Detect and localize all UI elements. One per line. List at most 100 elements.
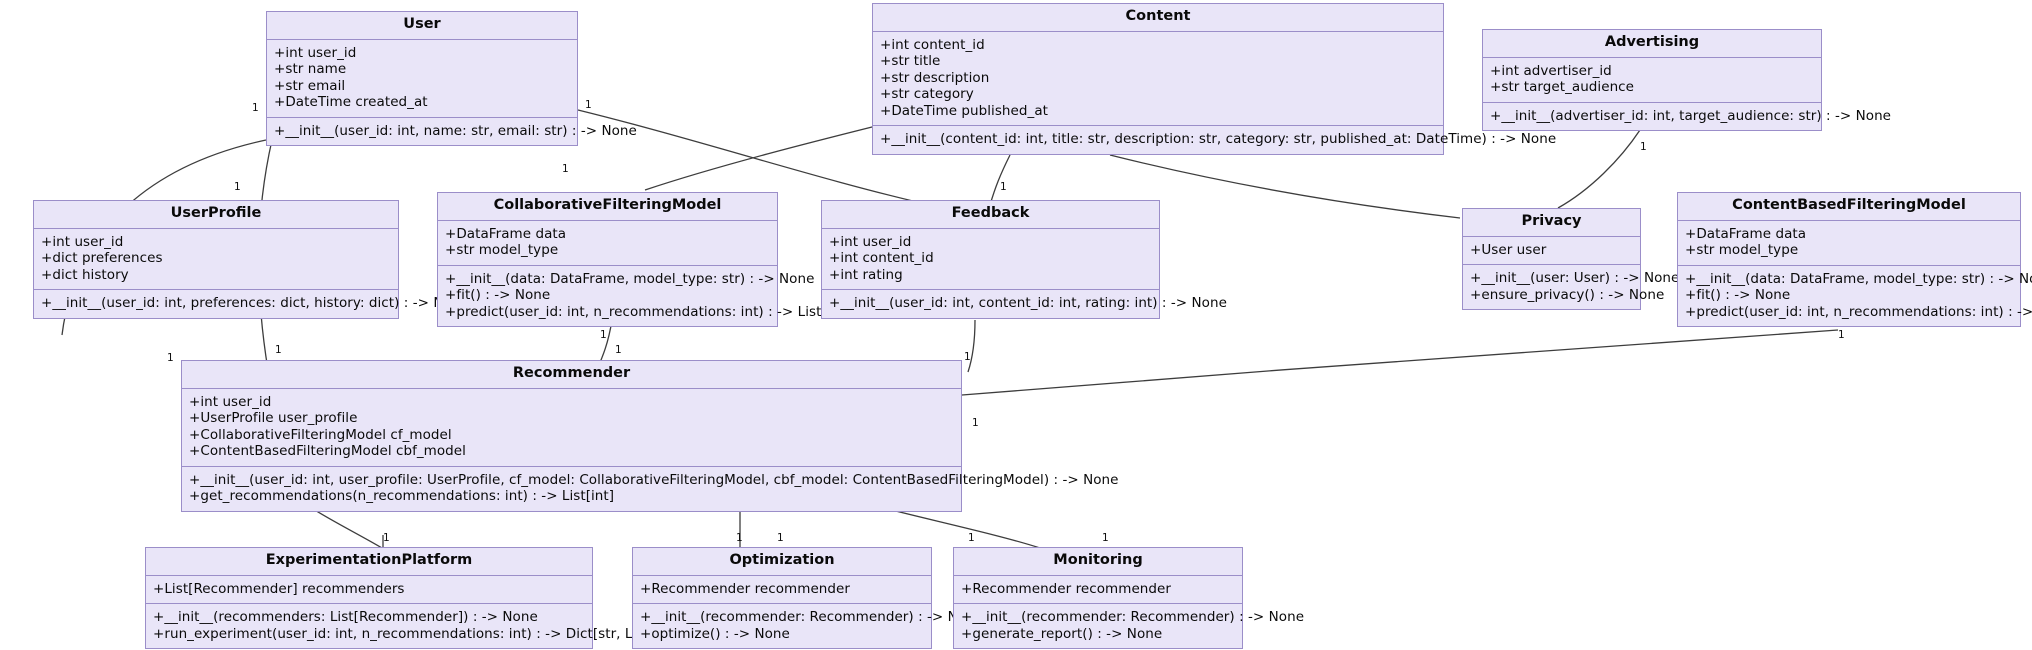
multiplicity-label: 1	[968, 532, 975, 544]
class-attributes-user: +int user_id +str name +str email +DateT…	[267, 40, 577, 118]
class-title-content: Content	[873, 4, 1443, 32]
attribute-row: +UserProfile user_profile	[189, 410, 358, 427]
class-attributes-contentbasedfilteringmodel: +DataFrame data +str model_type	[1678, 221, 2020, 266]
attribute-row: +DateTime created_at	[274, 94, 428, 111]
operation-row: +__init__(user_id: int, content_id: int,…	[829, 295, 1227, 312]
operation-row: +predict(user_id: int, n_recommendations…	[445, 303, 850, 320]
multiplicity-label: 1	[615, 344, 622, 356]
class-title-experimentationplatform: ExperimentationPlatform	[146, 548, 592, 576]
multiplicity-label: 1	[562, 163, 569, 175]
class-attributes-collaborativefilteringmodel: +DataFrame data +str model_type	[438, 221, 777, 266]
class-box-content[interactable]: Content +int content_id +str title +str …	[872, 3, 1557, 155]
class-attributes-advertising: +int advertiser_id +str target_audience	[1483, 58, 1821, 103]
attribute-row: +List[Recommender] recommenders	[153, 580, 405, 597]
class-box-optimization[interactable]: Optimization +Recommender recommender +_…	[632, 547, 984, 650]
attribute-row: +User user	[1470, 241, 1547, 258]
class-attributes-feedback: +int user_id +int content_id +int rating	[822, 229, 1159, 291]
class-operations-userprofile: +__init__(user_id: int, preferences: dic…	[34, 290, 469, 318]
class-attributes-experimentationplatform: +List[Recommender] recommenders	[146, 576, 592, 605]
class-operations-advertising: +__init__(advertiser_id: int, target_aud…	[1483, 103, 1892, 131]
multiplicity-label: 1	[1102, 532, 1109, 544]
class-attributes-content: +int content_id +str title +str descript…	[873, 32, 1443, 127]
class-box-experimentationplatform[interactable]: ExperimentationPlatform +List[Recommende…	[145, 547, 683, 650]
class-box-contentbasedfilteringmodel[interactable]: ContentBasedFilteringModel +DataFrame da…	[1677, 192, 2032, 328]
operation-row: +__init__(recommender: Recommender) : ->…	[640, 609, 984, 626]
operation-row: +optimize() : -> None	[640, 625, 790, 642]
multiplicity-label: 1	[275, 344, 282, 356]
attribute-row: +int content_id	[829, 250, 934, 267]
class-title-privacy: Privacy	[1463, 209, 1640, 237]
operation-row: +__init__(advertiser_id: int, target_aud…	[1490, 107, 1892, 124]
class-title-contentbasedfilteringmodel: ContentBasedFilteringModel	[1678, 193, 2020, 221]
attribute-row: +int user_id	[41, 233, 124, 250]
multiplicity-label: 1	[252, 102, 259, 114]
multiplicity-label: 1	[777, 532, 784, 544]
class-box-monitoring[interactable]: Monitoring +Recommender recommender +__i…	[953, 547, 1305, 650]
operation-row: +__init__(recommenders: List[Recommender…	[153, 609, 538, 626]
operation-row: +fit() : -> None	[1685, 287, 1791, 304]
class-box-privacy[interactable]: Privacy +User user +__init__(user: User)…	[1462, 208, 1680, 311]
class-operations-experimentationplatform: +__init__(recommenders: List[Recommender…	[146, 604, 683, 648]
attribute-row: +dict preferences	[41, 250, 163, 267]
operation-row: +run_experiment(user_id: int, n_recommen…	[153, 625, 683, 642]
attribute-row: +str name	[274, 61, 347, 78]
attribute-row: +str description	[880, 69, 990, 86]
operation-row: +__init__(data: DataFrame, model_type: s…	[1685, 270, 2032, 287]
operation-row: +fit() : -> None	[445, 287, 551, 304]
multiplicity-label: 1	[964, 351, 971, 363]
operation-row: +generate_report() : -> None	[961, 625, 1163, 642]
attribute-row: +str model_type	[445, 242, 559, 259]
attribute-row: +int user_id	[189, 393, 272, 410]
attribute-row: +str model_type	[1685, 242, 1799, 259]
class-box-advertising[interactable]: Advertising +int advertiser_id +str targ…	[1482, 29, 1892, 132]
class-operations-content: +__init__(content_id: int, title: str, d…	[873, 126, 1557, 154]
multiplicity-label: 1	[383, 532, 390, 544]
attribute-row: +int user_id	[274, 44, 357, 61]
attribute-row: +str target_audience	[1490, 79, 1635, 96]
class-box-feedback[interactable]: Feedback +int user_id +int content_id +i…	[821, 200, 1227, 319]
attribute-row: +str title	[880, 53, 941, 70]
operation-row: +ensure_privacy() : -> None	[1470, 286, 1665, 303]
multiplicity-label: 1	[1000, 181, 1007, 193]
attribute-row: +DateTime published_at	[880, 102, 1048, 119]
operation-row: +predict(user_id: int, n_recommendations…	[1685, 303, 2032, 320]
attribute-row: +Recommender recommender	[961, 580, 1171, 597]
class-box-user[interactable]: User +int user_id +str name +str email +…	[266, 11, 637, 147]
class-attributes-optimization: +Recommender recommender	[633, 576, 931, 605]
multiplicity-label: 1	[1640, 141, 1647, 153]
attribute-row: +DataFrame data	[445, 225, 567, 242]
class-box-userprofile[interactable]: UserProfile +int user_id +dict preferenc…	[33, 200, 469, 319]
class-title-monitoring: Monitoring	[954, 548, 1242, 576]
operation-row: +__init__(user: User) : -> None	[1470, 270, 1680, 287]
class-operations-privacy: +__init__(user: User) : -> None +ensure_…	[1463, 265, 1680, 309]
class-operations-collaborativefilteringmodel: +__init__(data: DataFrame, model_type: s…	[438, 266, 850, 327]
class-attributes-privacy: +User user	[1463, 237, 1640, 266]
attribute-row: +str email	[274, 77, 346, 94]
class-attributes-monitoring: +Recommender recommender	[954, 576, 1242, 605]
class-title-userprofile: UserProfile	[34, 201, 398, 229]
operation-row: +__init__(user_id: int, preferences: dic…	[41, 295, 469, 312]
attribute-row: +ContentBasedFilteringModel cbf_model	[189, 443, 466, 460]
class-title-advertising: Advertising	[1483, 30, 1821, 58]
class-operations-monitoring: +__init__(recommender: Recommender) : ->…	[954, 604, 1305, 648]
multiplicity-label: 1	[736, 532, 743, 544]
class-title-recommender: Recommender	[182, 361, 961, 389]
class-box-recommender[interactable]: Recommender +int user_id +UserProfile us…	[181, 360, 1118, 512]
multiplicity-label: 1	[234, 181, 241, 193]
class-operations-recommender: +__init__(user_id: int, user_profile: Us…	[182, 467, 1118, 511]
class-operations-feedback: +__init__(user_id: int, content_id: int,…	[822, 290, 1227, 318]
operation-row: +__init__(recommender: Recommender) : ->…	[961, 609, 1305, 626]
operation-row: +__init__(content_id: int, title: str, d…	[880, 131, 1557, 148]
attribute-row: +int content_id	[880, 36, 985, 53]
class-box-collaborativefilteringmodel[interactable]: CollaborativeFilteringModel +DataFrame d…	[437, 192, 850, 328]
attribute-row: +int rating	[829, 266, 903, 283]
attribute-row: +int advertiser_id	[1490, 62, 1612, 79]
operation-row: +__init__(data: DataFrame, model_type: s…	[445, 270, 815, 287]
class-title-optimization: Optimization	[633, 548, 931, 576]
class-title-collaborativefilteringmodel: CollaborativeFilteringModel	[438, 193, 777, 221]
attribute-row: +str category	[880, 86, 974, 103]
attribute-row: +dict history	[41, 266, 129, 283]
multiplicity-label: 1	[972, 417, 979, 429]
multiplicity-label: 1	[600, 329, 607, 341]
